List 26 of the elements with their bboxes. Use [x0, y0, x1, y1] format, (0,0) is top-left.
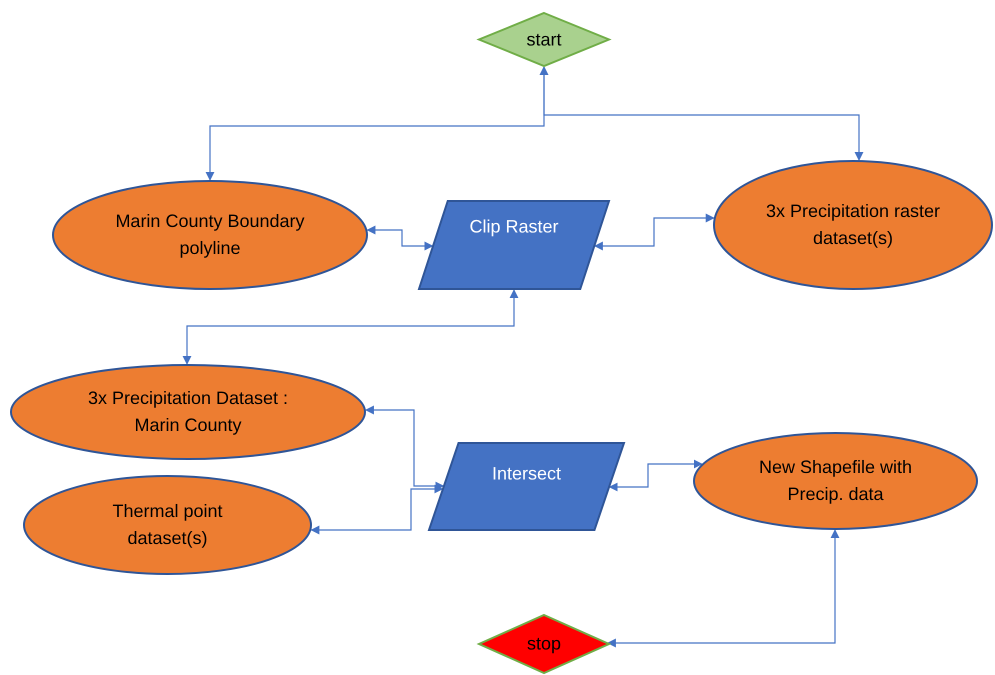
data-ellipse	[713, 160, 993, 290]
connector-arrow	[364, 406, 444, 490]
node-label: Intersect	[490, 462, 562, 486]
node-label: Marin County Boundary polyline	[114, 210, 306, 260]
node-label: stop	[526, 632, 562, 656]
node-label: Thermal point dataset(s)	[111, 500, 224, 550]
node-label: 3x Precipitation Dataset : Marin County	[86, 387, 290, 437]
node-label: 3x Precipitation raster dataset(s)	[764, 200, 942, 250]
data-ellipse	[23, 475, 312, 575]
process-parallelogram	[418, 200, 610, 290]
connector-arrow	[606, 529, 840, 648]
connector-arrow	[540, 66, 864, 161]
connector-arrow	[310, 484, 444, 534]
data-ellipse	[10, 364, 366, 460]
connector-arrow	[594, 214, 715, 250]
node-label: New Shapefile with Precip. data	[758, 456, 914, 506]
connector-arrow	[366, 226, 434, 250]
node-label: start	[525, 28, 562, 51]
connector-arrow	[182, 289, 518, 365]
start-diamond	[478, 12, 610, 67]
connector-arrow	[608, 460, 703, 492]
data-ellipse	[693, 432, 978, 530]
data-ellipse	[52, 180, 368, 290]
stop-diamond	[478, 614, 610, 674]
process-parallelogram	[428, 442, 625, 531]
node-label: Clip Raster	[468, 216, 560, 238]
